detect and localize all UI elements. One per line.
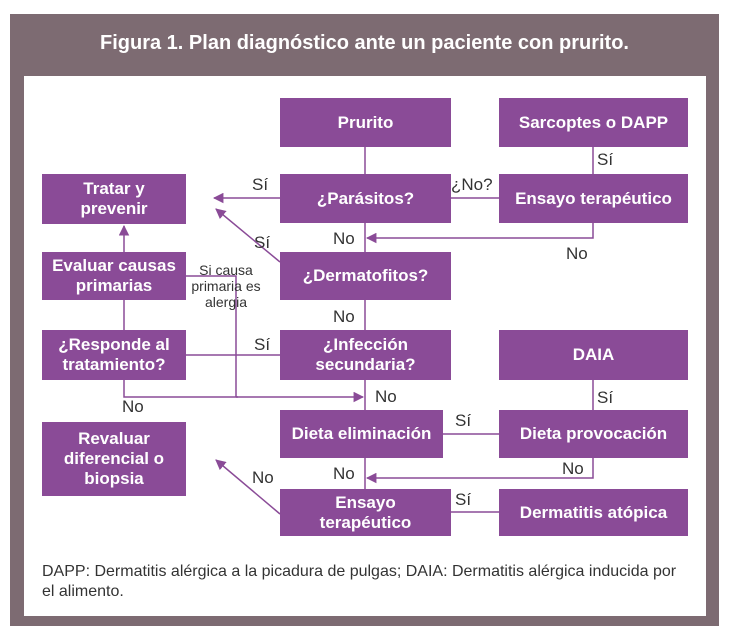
box-tratar-prevenir: Tratar y prevenir: [42, 174, 186, 224]
box-ensayo-terapeutico-1: Ensayo terapéutico: [499, 174, 688, 223]
box-prurito: Prurito: [280, 98, 451, 147]
label-si-daia: Sí: [597, 388, 614, 407]
arrow-ensayo2-revaluar: [215, 459, 281, 515]
box-infeccion-secundaria: ¿Infección secundaria?: [280, 330, 451, 380]
box-ensayo-terapeutico-2: Ensayo terapéutico: [280, 489, 451, 536]
label-no-ensayo-a: No: [333, 229, 355, 248]
box-daia: DAIA: [499, 330, 688, 380]
box-evaluar-causas: Evaluar causas primarias: [42, 252, 186, 300]
label-si-sarcoptes: Sí: [597, 150, 614, 169]
label-no-dermatofitos: No: [333, 307, 355, 326]
label-si-dermatofitos: Sí: [254, 233, 271, 252]
label-si-causa-alergia: Si causa primaria es alergia: [191, 262, 261, 310]
label-no-infeccion: No: [375, 387, 397, 406]
box-dermatofitos: ¿Dermatofitos?: [280, 252, 451, 300]
connector-alergia: [186, 275, 237, 397]
label-si-tratar: Sí: [252, 175, 269, 194]
box-dieta-provocacion: Dieta provocación: [499, 410, 688, 458]
label-no-revaluar: No: [252, 468, 274, 487]
box-parasitos: ¿Parásitos?: [280, 174, 451, 223]
box-responde-tratamiento: ¿Responde al tratamiento?: [42, 330, 186, 380]
arrow-dieta-no: [365, 458, 594, 484]
label-no-dieta-b: No: [333, 464, 355, 483]
label-si-dieta: Sí: [455, 411, 472, 430]
figure-caption: DAPP: Dermatitis alérgica a la picadura …: [42, 563, 677, 600]
figure-title: Figura 1. Plan diagnóstico ante un pacie…: [100, 31, 629, 54]
connector-responde-no: [123, 380, 238, 398]
box-revaluar: Revaluar diferencial o biopsia: [42, 422, 186, 496]
label-si-responde: Sí: [254, 335, 271, 354]
arrow-dermatofitos-tratar: [215, 208, 281, 263]
label-no-responde: No: [122, 397, 144, 416]
label-no-ensayo-b: No: [566, 244, 588, 263]
box-sarcoptes-dapp: Sarcoptes o DAPP: [499, 98, 688, 147]
label-no-parasitos: ¿No?: [451, 175, 493, 194]
box-dermatitis-atopica: Dermatitis atópica: [499, 489, 688, 536]
label-si-dermatitis: Sí: [455, 490, 472, 509]
box-dieta-eliminacion: Dieta eliminación: [280, 410, 443, 458]
arrow-ensayo-no: [365, 223, 594, 244]
label-no-dieta-a: No: [562, 459, 584, 478]
